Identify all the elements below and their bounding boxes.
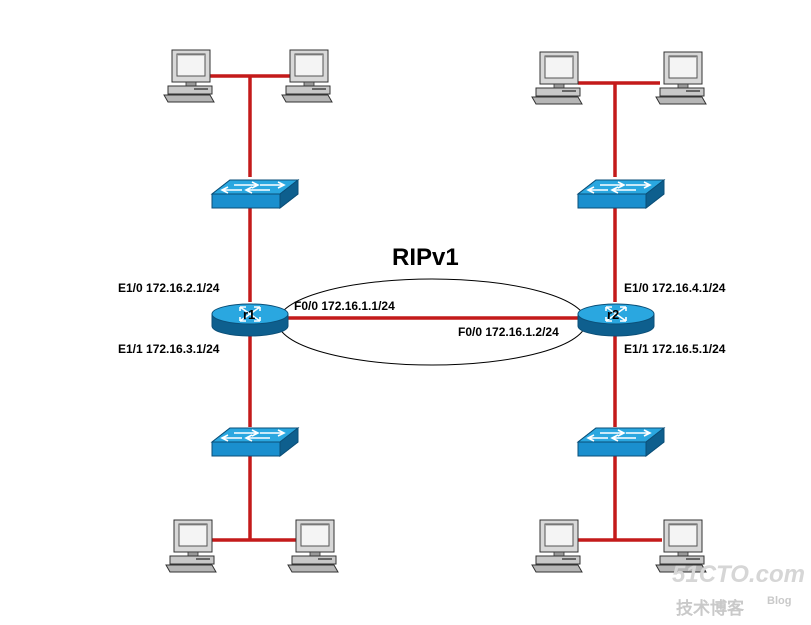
r2-e11-label: E1/1 172.16.5.1/24 (624, 342, 726, 356)
pc-icon (531, 519, 583, 573)
pc-icon (163, 49, 215, 103)
r1-e10-label: E1/0 172.16.2.1/24 (118, 281, 220, 295)
switch-icon (577, 427, 665, 457)
r2-f00-label: F0/0 172.16.1.2/24 (458, 325, 559, 339)
watermark-site: 51CTO.com (672, 561, 805, 588)
r2-e10-label: E1/0 172.16.4.1/24 (624, 281, 726, 295)
diagram-title: RIPv1 (392, 244, 459, 271)
switch-icon (211, 179, 299, 209)
switch-icon (211, 427, 299, 457)
switch-icon (577, 179, 665, 209)
pc-icon (287, 519, 339, 573)
pc-icon (655, 51, 707, 105)
pc-icon (281, 49, 333, 103)
links (208, 74, 662, 542)
router-r1-label: r1 (243, 307, 256, 322)
rip-area-ellipse (277, 278, 587, 366)
router-r2-label: r2 (607, 307, 620, 322)
r1-e11-label: E1/1 172.16.3.1/24 (118, 342, 220, 356)
pc-icon (165, 519, 217, 573)
watermark-blog: Blog (767, 595, 792, 607)
r1-f00-label: F0/0 172.16.1.1/24 (294, 299, 395, 313)
watermark-tagline: 技术博客 (676, 599, 744, 618)
pc-icon (531, 51, 583, 105)
